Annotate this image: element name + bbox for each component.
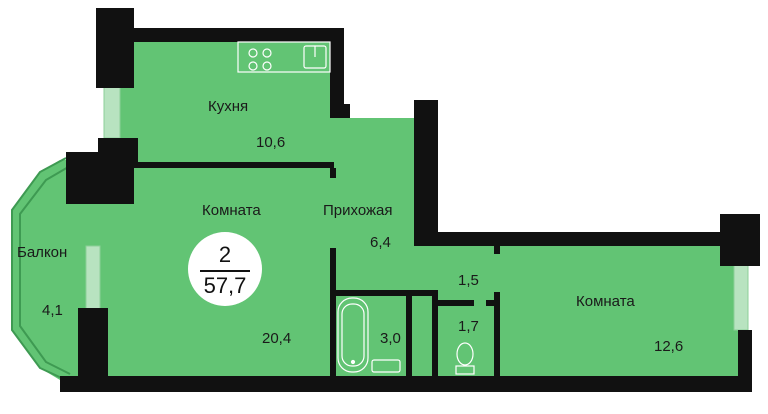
- living-name: Комната: [202, 202, 261, 219]
- stove-burner: [262, 48, 272, 58]
- living-area: 20,4: [262, 330, 292, 347]
- stove-burner: [248, 48, 258, 58]
- bath-area: 3,0: [380, 330, 401, 347]
- wc-area: 1,7: [458, 318, 479, 335]
- stove-burner: [262, 61, 272, 71]
- hall-area: 6,4: [370, 234, 391, 251]
- kitchen-furniture: [237, 41, 331, 73]
- total-area: 57,7: [203, 272, 247, 298]
- badge-divider: [200, 270, 250, 272]
- walls: [60, 8, 760, 392]
- bedroom-name: Комната: [576, 293, 635, 310]
- balcony-glazing: [11, 157, 71, 381]
- bath-sink: [371, 359, 401, 373]
- living-window: [85, 245, 101, 311]
- bedroom-window: [733, 263, 749, 331]
- kitchen-area: 10,6: [256, 134, 286, 151]
- balcony-floor: [12, 160, 60, 380]
- corridor-area: 1,5: [458, 272, 479, 289]
- stove-burner: [248, 61, 258, 71]
- apartment-badge: 2 57,7: [188, 232, 262, 306]
- kitchen-name: Кухня: [208, 98, 249, 115]
- balcony-name: Балкон: [17, 244, 68, 261]
- bedroom-area: 12,6: [654, 338, 684, 355]
- room-count: 2: [218, 242, 232, 267]
- kitchen-counter: [237, 41, 331, 73]
- toilet: [455, 342, 475, 375]
- balcony-area: 4,1: [42, 302, 63, 319]
- kitchen-window: [103, 85, 121, 139]
- bathtub: [337, 297, 401, 373]
- hall-name: Прихожая: [323, 202, 393, 219]
- windows: [85, 85, 749, 331]
